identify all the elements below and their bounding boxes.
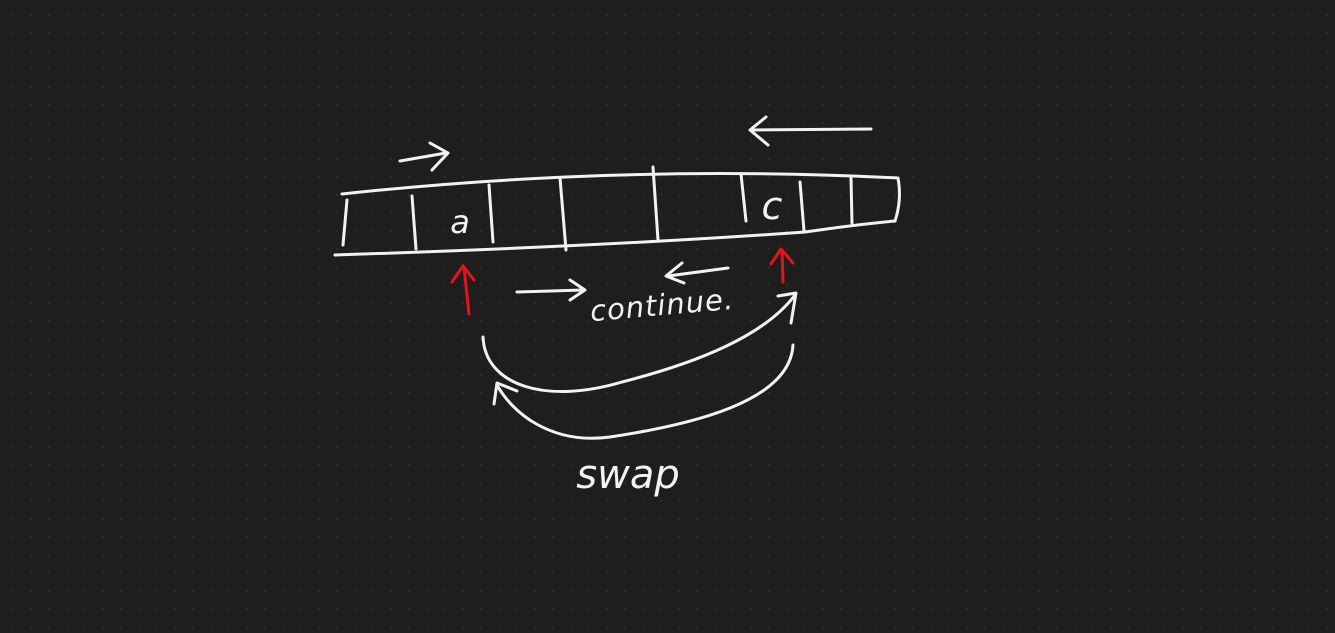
array-cell-c: c [762, 184, 783, 228]
continue-right-arrow-icon [515, 278, 587, 302]
swap-arrow-lower-icon [492, 343, 795, 440]
right-pointer-icon [769, 247, 795, 284]
swap-arrow-upper-icon [481, 291, 798, 394]
right-arrow-icon [398, 141, 450, 172]
left-pointer-icon [450, 264, 476, 316]
continue-left-arrow-icon [664, 261, 730, 285]
swap-label: swap [576, 452, 679, 498]
left-arrow-icon [748, 115, 873, 147]
continue-label: continue. [589, 282, 736, 328]
cell-dividers [341, 165, 854, 252]
array-outline [333, 172, 901, 257]
array-cell-a: a [450, 203, 470, 241]
